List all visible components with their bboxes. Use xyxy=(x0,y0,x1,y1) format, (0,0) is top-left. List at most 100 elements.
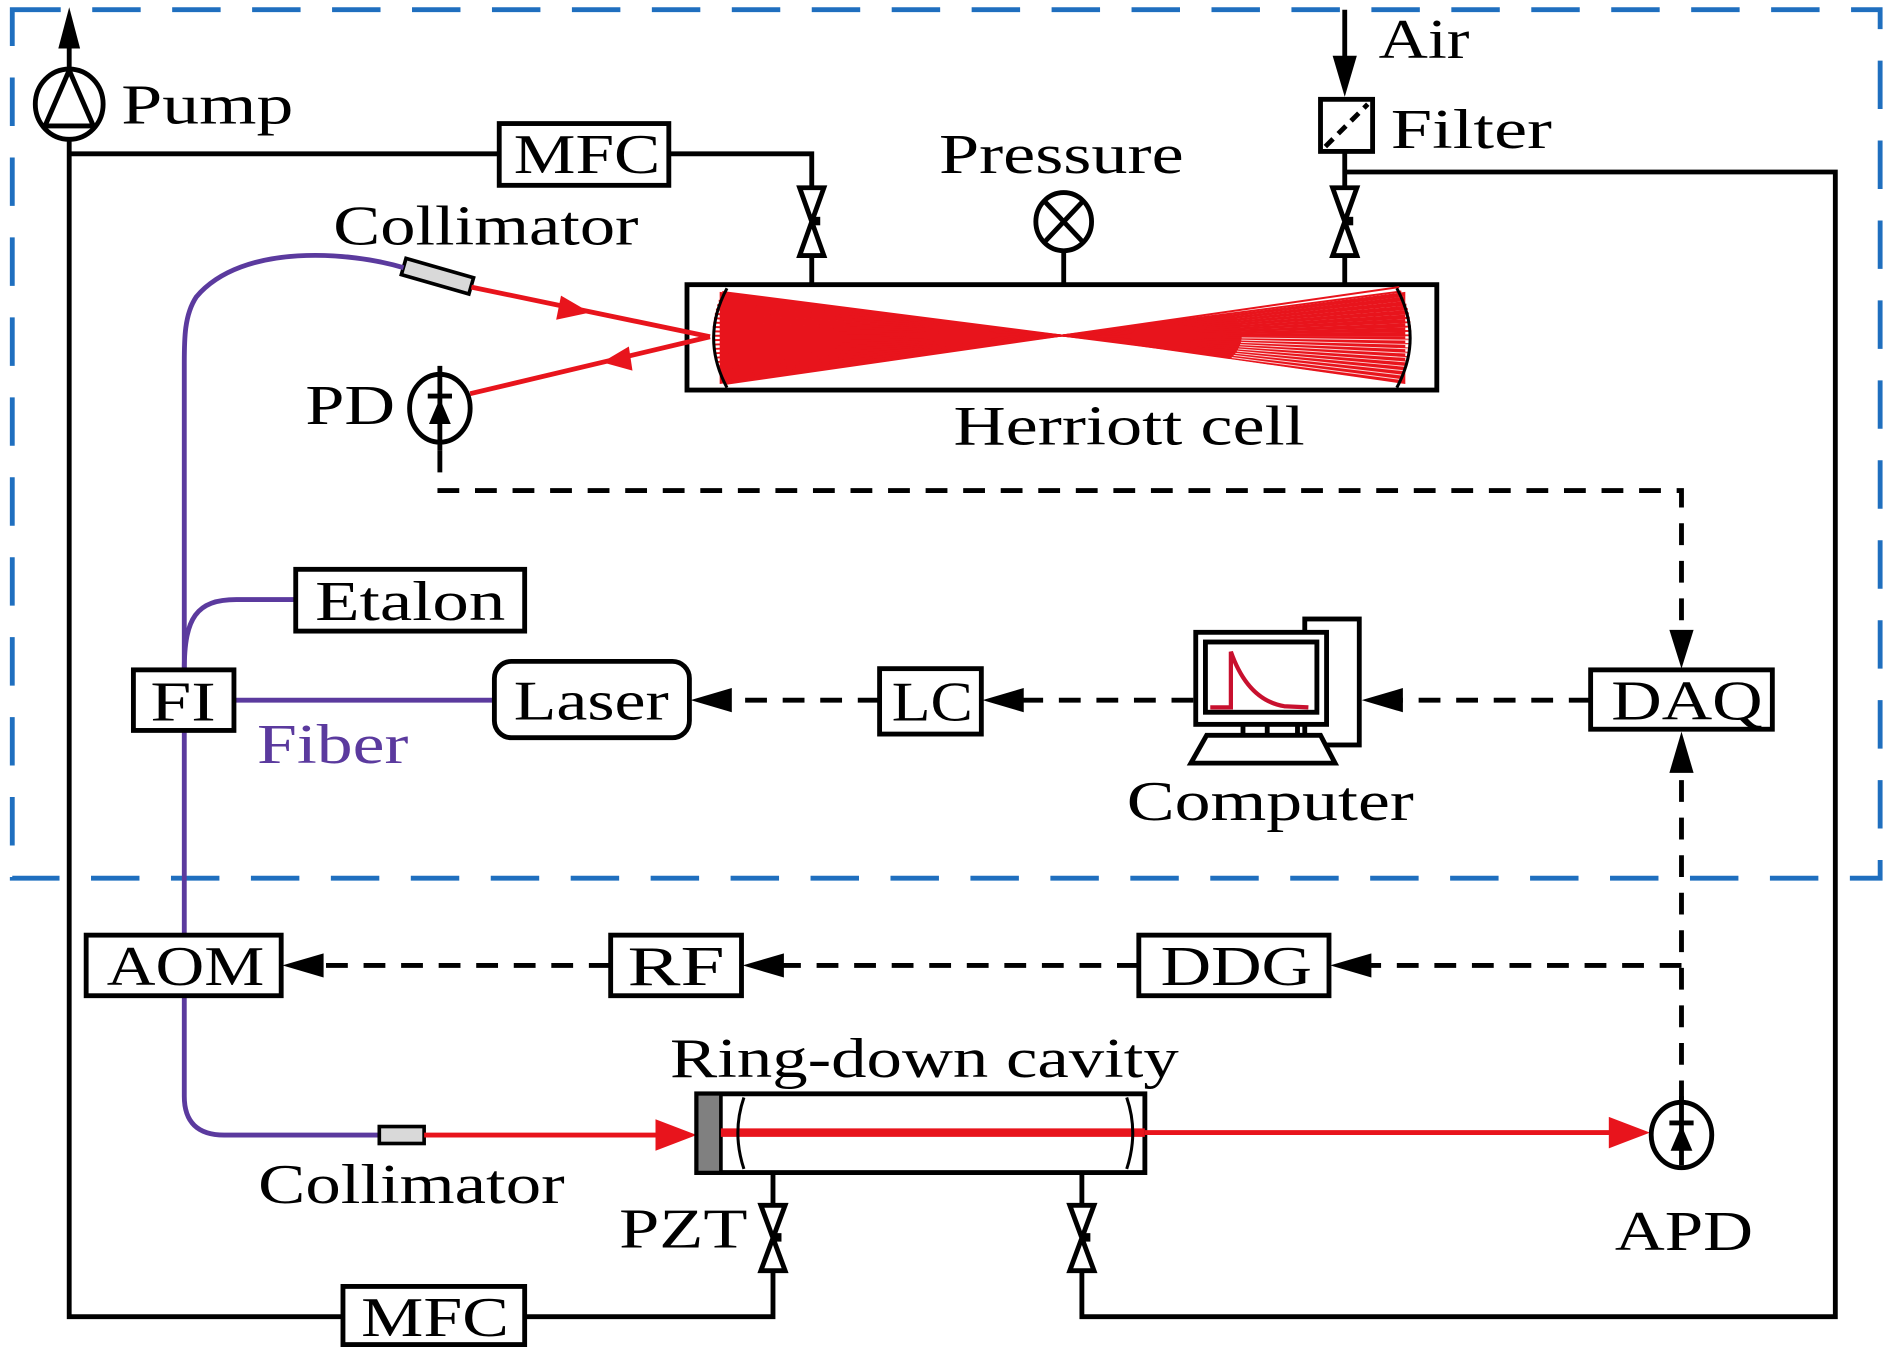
signal-lines xyxy=(282,450,1694,1103)
aom-label: AOM xyxy=(107,936,264,998)
lower-collimator-label: Collimator xyxy=(258,1154,565,1216)
herriott-cell-label: Herriott cell xyxy=(953,396,1304,458)
laser-label: Laser xyxy=(514,671,670,733)
mfc-bottom-box xyxy=(340,1284,528,1347)
pressure-gauge-icon xyxy=(1033,190,1094,254)
aom-arrowhead xyxy=(282,953,324,978)
cavity-output-mirror xyxy=(1125,1096,1135,1170)
lc-arrowhead xyxy=(982,688,1024,713)
cavity-input-mirror xyxy=(736,1096,746,1170)
valve-cavity-inlet xyxy=(757,1202,789,1274)
aom: AOM xyxy=(83,932,284,999)
herriott-beam-pattern xyxy=(712,286,1412,385)
herriott-beam-gap xyxy=(1236,350,1407,367)
valve-handle-icon xyxy=(811,216,821,226)
mfc-bottom-label: MFC xyxy=(361,1287,509,1347)
pd-label: PD xyxy=(305,375,395,437)
daq-label: DAQ xyxy=(1611,671,1762,733)
cavity-label: Ring-down cavity xyxy=(670,1028,1179,1090)
fiber-network xyxy=(181,252,495,1138)
lower-collimator: Collimator xyxy=(258,1124,565,1216)
valve-handle-icon xyxy=(772,1233,782,1242)
top-mfc-to-valve-line xyxy=(668,151,815,188)
etalon-box xyxy=(293,566,528,634)
valve-handle-icon xyxy=(1344,216,1354,226)
rf-arrowhead xyxy=(742,953,784,978)
apd-triangle xyxy=(1670,1125,1693,1151)
pd-to-daq-signal xyxy=(437,450,1684,633)
computer-screen xyxy=(1203,639,1320,715)
valve-cell-outlet xyxy=(1329,185,1361,259)
ddg: DDG xyxy=(1136,932,1332,999)
mfc-top: MFC xyxy=(496,121,672,188)
lc-box xyxy=(877,666,984,737)
photodiode-pd: PD xyxy=(305,365,473,451)
herriott-beam-gap xyxy=(1238,348,1408,363)
computer-keyboard-icon xyxy=(1186,732,1340,766)
herriott-beam xyxy=(724,286,1400,385)
enclosure-frame xyxy=(9,7,1883,881)
pump-main-line xyxy=(66,138,343,1320)
computer: Computer xyxy=(1127,616,1415,833)
herriott-beam-gap xyxy=(1233,354,1404,376)
computer-label: Computer xyxy=(1127,771,1415,833)
herriott-beam-gap xyxy=(1241,339,1411,346)
lc-label: LC xyxy=(892,672,973,734)
pressure-label: Pressure xyxy=(939,124,1184,186)
daq-bottom-arrowhead xyxy=(1669,731,1694,773)
rf-driver: RF xyxy=(608,932,744,999)
avalanche-photodiode-apd: APD xyxy=(1615,1096,1753,1263)
return-gas-line xyxy=(1079,169,1838,1320)
fiber-to-etalon xyxy=(181,597,296,670)
computer-arrowhead xyxy=(1361,688,1403,713)
fiber-isolator: FI xyxy=(130,667,237,734)
bottom-mfc-to-valve-line xyxy=(524,1271,776,1320)
herriott-beam-gap xyxy=(1239,346,1409,359)
valve-cavity-outlet xyxy=(1066,1202,1098,1274)
ddg-label: DDG xyxy=(1161,936,1312,998)
laser-controller: LC xyxy=(877,666,984,737)
herriott-beam-gap xyxy=(1240,341,1411,350)
daq-top-arrowhead xyxy=(1669,629,1694,669)
herriott-right-mirror xyxy=(1395,287,1412,389)
valve-handle-icon xyxy=(1081,1233,1091,1242)
collimator-icon xyxy=(399,256,476,297)
filter-label: Filter xyxy=(1391,99,1553,161)
apd-label: APD xyxy=(1615,1201,1753,1263)
ring-down-cavity: Ring-down cavity PZT xyxy=(619,1028,1179,1261)
herriott-beam-gap xyxy=(1235,352,1405,372)
pump-label: Pump xyxy=(121,75,293,137)
herriott-beam-gap xyxy=(1240,344,1410,354)
ddg-box xyxy=(1136,932,1332,999)
air-inlet-arrowhead xyxy=(1332,55,1357,97)
pump-icon-triangle xyxy=(41,64,98,129)
filter: Filter xyxy=(1318,96,1553,161)
upper-collimator: Collimator xyxy=(333,196,639,297)
daq-box xyxy=(1588,667,1775,732)
filter-icon-diagonal xyxy=(1323,102,1370,149)
pressure-gauge-cross xyxy=(1042,199,1085,244)
valve-cell-inlet xyxy=(796,185,828,259)
herriott-cell: Herriott cell xyxy=(684,282,1440,458)
herriott-output-beam xyxy=(469,334,711,397)
fiber-label: Fiber xyxy=(257,714,409,776)
herriott-beam-gap xyxy=(1241,337,1412,341)
pzt-actuator xyxy=(694,1092,723,1175)
pzt-label: PZT xyxy=(619,1199,747,1261)
etalon: Etalon xyxy=(293,566,528,634)
herriott-input-beam-arrowhead xyxy=(556,295,591,320)
fi-label: FI xyxy=(150,672,215,734)
mfc-top-box xyxy=(496,121,672,188)
gas-lines xyxy=(58,7,1838,1320)
ddg-arrowhead xyxy=(1330,953,1372,978)
herriott-beam-gap xyxy=(1229,359,1400,385)
herriott-output-beam-arrowhead xyxy=(602,346,633,371)
etalon-label: Etalon xyxy=(315,571,505,633)
fiber-aom-to-lower-collimator xyxy=(181,995,380,1138)
daq: DAQ xyxy=(1588,667,1775,733)
pump: Pump xyxy=(32,64,293,142)
pump-icon xyxy=(32,66,106,142)
pressure-gauge: Pressure xyxy=(939,124,1184,254)
herriott-left-mirror xyxy=(712,287,729,389)
